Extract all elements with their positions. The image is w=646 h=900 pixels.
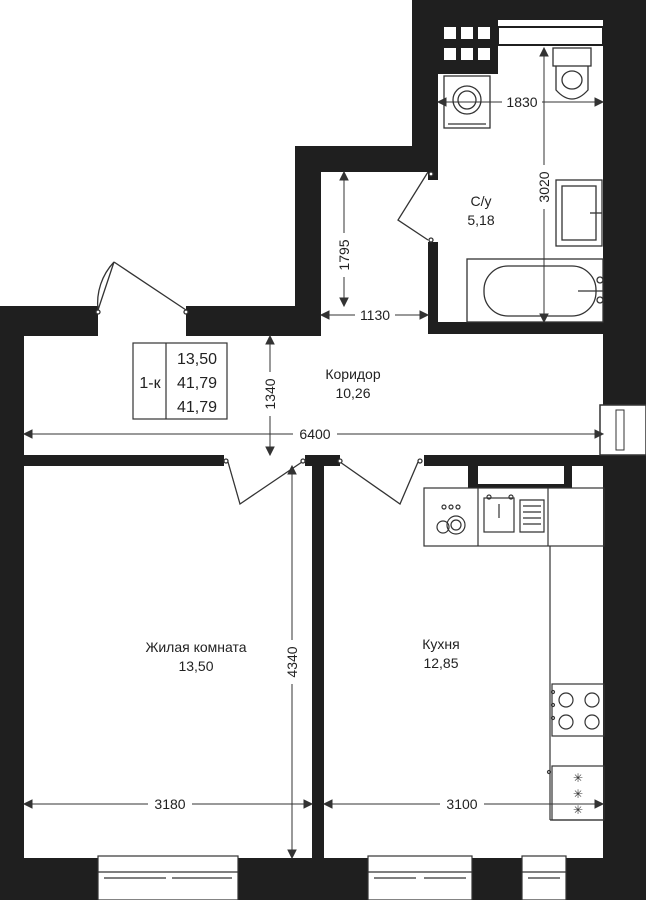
room-area-corridor: 10,26 bbox=[335, 385, 370, 401]
wall-bottom-2 bbox=[238, 858, 368, 900]
wall-right-lower bbox=[603, 452, 646, 900]
svg-text:✳: ✳ bbox=[573, 787, 583, 801]
wall-partition bbox=[312, 455, 324, 900]
wall-mid-right bbox=[424, 455, 604, 466]
wall-bottom-1 bbox=[24, 858, 98, 900]
room-name-kitchen: Кухня bbox=[422, 636, 459, 652]
dim-label-hall-height: 1795 bbox=[336, 239, 352, 270]
wall-right-upper bbox=[603, 0, 646, 410]
svg-text:✳: ✳ bbox=[573, 771, 583, 785]
wall-bottom-4 bbox=[566, 858, 606, 900]
wall-top bbox=[412, 0, 646, 20]
entry-door-leaf-2 bbox=[113, 261, 187, 311]
living-door-leaf bbox=[227, 461, 303, 506]
kitchen-sink-icon bbox=[483, 494, 545, 533]
dim-label-bath-width: 1830 bbox=[506, 94, 537, 110]
wall-bath-partition-top bbox=[428, 172, 438, 180]
doors bbox=[95, 171, 434, 506]
summary-box: 1-к 13,50 41,79 41,79 bbox=[132, 342, 228, 420]
fridge-icon: ✳ ✳ ✳ bbox=[551, 765, 605, 821]
bath-niche bbox=[497, 26, 604, 46]
kitchen-fixtures: ✳ ✳ ✳ bbox=[423, 487, 605, 821]
dim-label-bath-height: 3020 bbox=[536, 171, 552, 202]
dim-label-total-width: 6400 bbox=[299, 426, 330, 442]
dim-label-living-height: 4340 bbox=[284, 646, 300, 677]
dim-label-living-width: 3180 bbox=[154, 796, 185, 812]
wall-bath-bottom bbox=[428, 322, 608, 334]
bath-door-leaf bbox=[397, 171, 429, 241]
dim-label-hall-width: 1130 bbox=[360, 307, 390, 323]
room-area-kitchen: 12,85 bbox=[423, 655, 458, 671]
entry-door-swing bbox=[96, 261, 115, 311]
wall-entry-right bbox=[186, 306, 321, 336]
room-name-corridor: Коридор bbox=[325, 366, 381, 382]
kitchen-door-leaf bbox=[339, 461, 419, 505]
dim-label-corridor-height: 1340 bbox=[262, 378, 278, 409]
dim-label-kitchen-width: 3100 bbox=[446, 796, 477, 812]
room-name-bathroom: С/у bbox=[471, 193, 492, 209]
window-corridor bbox=[599, 404, 646, 456]
wall-step-left bbox=[295, 146, 321, 336]
summary-type: 1-к bbox=[139, 375, 161, 392]
dishwasher-icon bbox=[436, 504, 466, 535]
wall-bath-partition-bottom bbox=[428, 242, 438, 334]
kitchen-counter-top bbox=[423, 487, 605, 547]
wall-left bbox=[0, 306, 24, 900]
summary-total-area-2: 41,79 bbox=[177, 399, 217, 416]
bathroom-fixtures bbox=[443, 47, 604, 323]
svg-text:✳: ✳ bbox=[573, 803, 583, 817]
sink-icon bbox=[555, 179, 603, 247]
windows-bottom bbox=[97, 855, 567, 900]
room-area-living: 13,50 bbox=[178, 658, 213, 674]
entry-door-leaf bbox=[97, 261, 115, 311]
room-area-bathroom: 5,18 bbox=[467, 212, 494, 228]
wall-mid-left bbox=[24, 455, 224, 466]
stove-icon bbox=[546, 683, 605, 775]
toilet-icon bbox=[552, 47, 592, 100]
shaft-grid bbox=[444, 27, 603, 60]
room-name-living: Жилая комната bbox=[145, 639, 246, 655]
summary-total-area: 41,79 bbox=[177, 375, 217, 392]
wall-bottom-3 bbox=[472, 858, 522, 900]
bathtub-icon bbox=[466, 258, 604, 323]
summary-living-area: 13,50 bbox=[177, 351, 217, 368]
wall-bath-left-upper bbox=[412, 0, 438, 150]
